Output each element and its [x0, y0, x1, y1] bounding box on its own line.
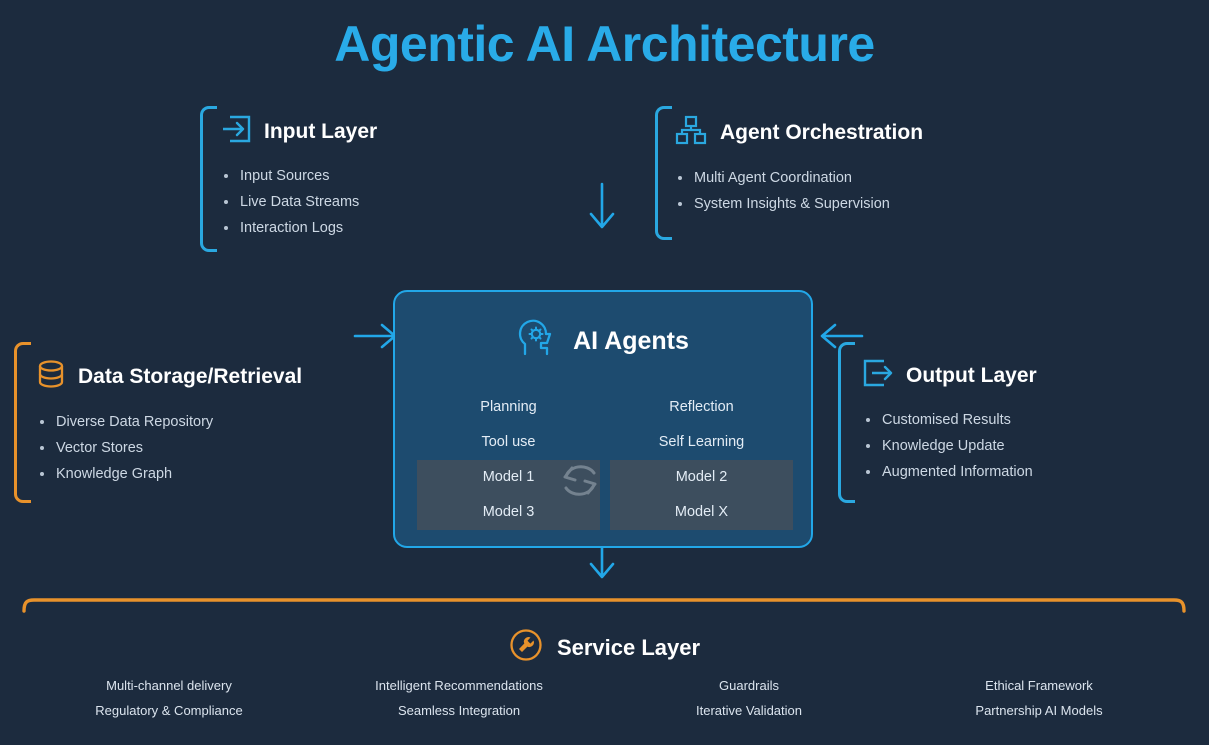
service-item: Regulatory & Compliance: [95, 703, 243, 718]
ai-agents-title: AI Agents: [573, 327, 689, 355]
data-storage-list: Diverse Data Repository Vector Stores Kn…: [36, 409, 302, 487]
service-item: Multi-channel delivery: [106, 678, 232, 693]
head-gear-icon: [517, 318, 557, 365]
service-item: Seamless Integration: [397, 703, 521, 718]
list-item: Live Data Streams: [220, 189, 377, 215]
model-cell: Model 1: [417, 460, 600, 495]
model-cell: Model X: [610, 495, 793, 530]
list-item: Augmented Information: [862, 459, 1037, 485]
service-item: Guardrails: [719, 678, 779, 693]
list-item: Customised Results: [862, 407, 1037, 433]
capability-cell: Planning: [480, 399, 537, 415]
list-item: Interaction Logs: [220, 215, 377, 241]
output-layer-header: Output Layer: [862, 358, 1037, 393]
hierarchy-icon: [674, 114, 708, 151]
list-item: Knowledge Update: [862, 433, 1037, 459]
model-cell: Model 3: [417, 495, 600, 530]
input-layer-list: Input Sources Live Data Streams Interact…: [220, 163, 377, 241]
model-cell: Model 2: [610, 460, 793, 495]
list-item: Vector Stores: [36, 435, 302, 461]
data-storage-header: Data Storage/Retrieval: [36, 358, 302, 395]
output-layer-bracket: [838, 342, 855, 503]
service-layer-divider: [18, 597, 1190, 613]
capability-cell: Self Learning: [658, 434, 745, 450]
list-item: Diverse Data Repository: [36, 409, 302, 435]
data-storage-panel: Data Storage/Retrieval Diverse Data Repo…: [36, 358, 302, 487]
input-layer-header: Input Layer: [220, 114, 377, 149]
service-layer-grid: Multi-channel delivery Intelligent Recom…: [24, 678, 1184, 718]
output-layer-list: Customised Results Knowledge Update Augm…: [862, 407, 1037, 485]
service-item: Partnership AI Models: [975, 703, 1103, 718]
agent-orchestration-panel: Agent Orchestration Multi Agent Coordina…: [674, 114, 923, 217]
service-layer-title: Service Layer: [556, 634, 701, 660]
list-item: Multi Agent Coordination: [674, 165, 923, 191]
list-item: Input Sources: [220, 163, 377, 189]
arrow-into-box-icon: [220, 114, 252, 149]
capability-cell: Tool use: [481, 434, 536, 450]
orchestration-title: Agent Orchestration: [720, 120, 924, 144]
orchestration-header: Agent Orchestration: [674, 114, 923, 151]
arrow-down-icon: [586, 182, 618, 235]
input-layer-panel: Input Layer Input Sources Live Data Stre…: [220, 114, 377, 241]
arrow-right-icon: [353, 320, 397, 357]
page-title: Agentic AI Architecture: [334, 16, 875, 72]
input-layer-title: Input Layer: [264, 119, 378, 143]
wrench-circle-icon: [509, 628, 543, 667]
data-storage-bracket: [14, 342, 31, 503]
input-layer-bracket: [200, 106, 217, 252]
service-item: Intelligent Recommendations: [375, 678, 543, 693]
orchestration-bracket: [655, 106, 672, 240]
list-item: System Insights & Supervision: [674, 191, 923, 217]
data-storage-title: Data Storage/Retrieval: [78, 364, 303, 388]
service-layer-header: Service Layer: [0, 628, 1209, 667]
ai-agents-header: AI Agents: [395, 318, 811, 365]
output-layer-title: Output Layer: [906, 363, 1037, 387]
ai-agents-box: AI Agents Planning Reflection Tool use S…: [393, 290, 813, 548]
sync-refresh-icon: [556, 455, 604, 512]
ai-agents-capability-grid: Planning Reflection Tool use Self Learni…: [417, 390, 793, 530]
service-item: Ethical Framework: [985, 678, 1093, 693]
list-item: Knowledge Graph: [36, 461, 302, 487]
orchestration-list: Multi Agent Coordination System Insights…: [674, 165, 923, 217]
output-layer-panel: Output Layer Customised Results Knowledg…: [862, 358, 1037, 485]
database-icon: [36, 358, 66, 395]
arrow-left-icon: [820, 320, 864, 357]
capability-cell: Reflection: [669, 399, 734, 415]
service-item: Iterative Validation: [696, 703, 802, 718]
arrow-out-of-box-icon: [862, 358, 894, 393]
